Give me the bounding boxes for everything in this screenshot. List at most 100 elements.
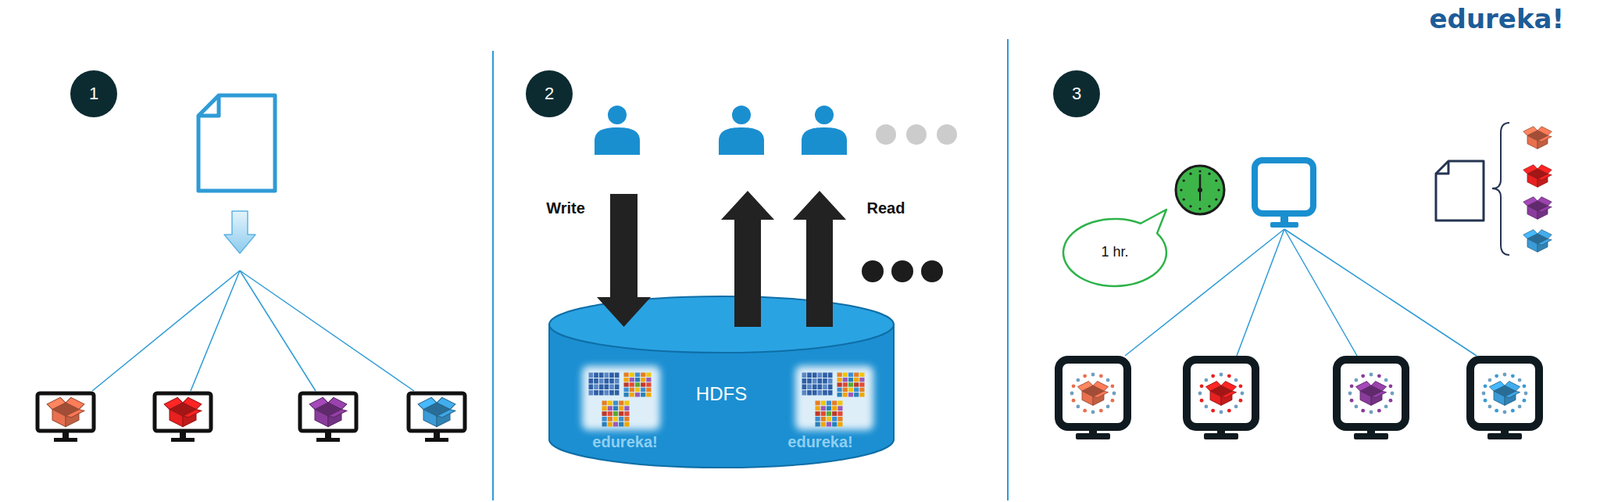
process-dot bbox=[1488, 404, 1493, 409]
file-outline bbox=[198, 95, 275, 191]
block-cell bbox=[589, 378, 594, 384]
block-cell bbox=[640, 392, 646, 397]
monitor-base bbox=[1203, 432, 1239, 440]
more-reads-dot bbox=[891, 260, 914, 283]
process-dot bbox=[1354, 378, 1359, 383]
block-cell bbox=[837, 382, 843, 386]
block-cell bbox=[589, 372, 594, 379]
block-cell bbox=[837, 405, 843, 411]
process-dot bbox=[1204, 378, 1209, 383]
clock-tick bbox=[1189, 172, 1192, 175]
process-dot bbox=[1112, 391, 1117, 396]
block-cell bbox=[624, 392, 629, 397]
block-cell bbox=[624, 377, 629, 382]
node-text: 1 hr. bbox=[1100, 243, 1129, 261]
block-cell bbox=[593, 389, 599, 396]
clock-tick bbox=[1179, 188, 1183, 191]
process-dot bbox=[1082, 408, 1087, 413]
process-dot bbox=[1369, 372, 1374, 377]
block-cell bbox=[624, 421, 629, 427]
watermark: edureka! bbox=[787, 432, 853, 451]
monitor-screen bbox=[408, 392, 465, 431]
block-cell bbox=[853, 382, 859, 386]
block-cell bbox=[602, 421, 608, 427]
more-users-dot bbox=[906, 124, 927, 145]
block-cell bbox=[822, 372, 828, 379]
process-dot bbox=[1494, 373, 1499, 378]
distribution-line bbox=[1236, 228, 1285, 356]
process-dot bbox=[1110, 398, 1115, 403]
write-arrow bbox=[596, 193, 651, 327]
monitor-screen bbox=[1058, 359, 1128, 427]
panel-divider bbox=[492, 50, 494, 500]
box-icon bbox=[1523, 164, 1552, 188]
block-cell bbox=[837, 392, 843, 397]
block-cell bbox=[613, 416, 618, 422]
block-cell bbox=[821, 400, 826, 406]
block-cell bbox=[832, 405, 837, 411]
block-cell bbox=[593, 384, 599, 390]
block-cell bbox=[607, 400, 613, 406]
cylinder-top bbox=[549, 296, 894, 353]
box-side bbox=[1493, 390, 1505, 405]
block-cell bbox=[826, 410, 832, 416]
block-cell bbox=[640, 372, 646, 377]
block-cell bbox=[812, 389, 818, 396]
distribution-line bbox=[190, 270, 240, 391]
process-dot bbox=[1082, 373, 1087, 378]
process-dot bbox=[1483, 398, 1488, 403]
process-dot bbox=[1234, 378, 1239, 383]
data-block bbox=[624, 372, 652, 397]
block-cell bbox=[599, 389, 604, 396]
process-dot bbox=[1390, 391, 1395, 396]
process-dot bbox=[1200, 383, 1204, 388]
block-cell bbox=[618, 416, 624, 422]
process-dot bbox=[1227, 408, 1232, 413]
block-cell bbox=[629, 382, 635, 386]
operation-label: Write bbox=[546, 198, 586, 218]
block-cell bbox=[624, 382, 629, 386]
watermark: edureka! bbox=[592, 432, 658, 451]
more-users-dot bbox=[875, 124, 897, 145]
node-text: 2 bbox=[544, 83, 554, 104]
block-cell bbox=[859, 382, 865, 386]
process-dot bbox=[1348, 391, 1353, 396]
box-side bbox=[423, 409, 437, 427]
block-cell bbox=[821, 421, 826, 427]
user-body bbox=[594, 127, 640, 155]
block-cell bbox=[822, 389, 828, 396]
file-icon bbox=[1435, 160, 1484, 221]
block-cell bbox=[618, 400, 624, 406]
process-dot bbox=[1106, 378, 1111, 383]
process-dot bbox=[1076, 404, 1081, 409]
monitor-screen bbox=[300, 392, 357, 431]
monitor-base bbox=[316, 437, 340, 442]
box-icon bbox=[1523, 126, 1552, 150]
block-cell bbox=[607, 405, 613, 411]
block-cell bbox=[821, 405, 826, 411]
clock-tick bbox=[1182, 197, 1186, 200]
clock-face bbox=[1175, 165, 1225, 215]
box-side bbox=[1527, 238, 1538, 252]
process-dot bbox=[1503, 372, 1508, 377]
box-flap bbox=[182, 409, 202, 418]
process-dot bbox=[1360, 373, 1365, 378]
monitor-screen bbox=[37, 392, 94, 431]
block-cell bbox=[812, 384, 818, 390]
box-icon bbox=[1077, 381, 1108, 406]
process-dot bbox=[1488, 378, 1493, 383]
process-dot bbox=[1106, 404, 1111, 409]
box-icon bbox=[1205, 381, 1236, 406]
block-cell bbox=[609, 384, 615, 390]
block-glow bbox=[582, 365, 661, 430]
box-flap bbox=[1092, 390, 1109, 397]
process-dot bbox=[1091, 410, 1096, 415]
block-cell bbox=[837, 410, 843, 416]
computer-monitor bbox=[154, 392, 211, 442]
monitor-neck bbox=[62, 432, 69, 439]
box-icon bbox=[309, 396, 347, 426]
block-cell bbox=[614, 384, 620, 390]
read-arrow bbox=[721, 190, 775, 327]
block-cell bbox=[640, 387, 646, 392]
box-icon bbox=[417, 396, 456, 426]
